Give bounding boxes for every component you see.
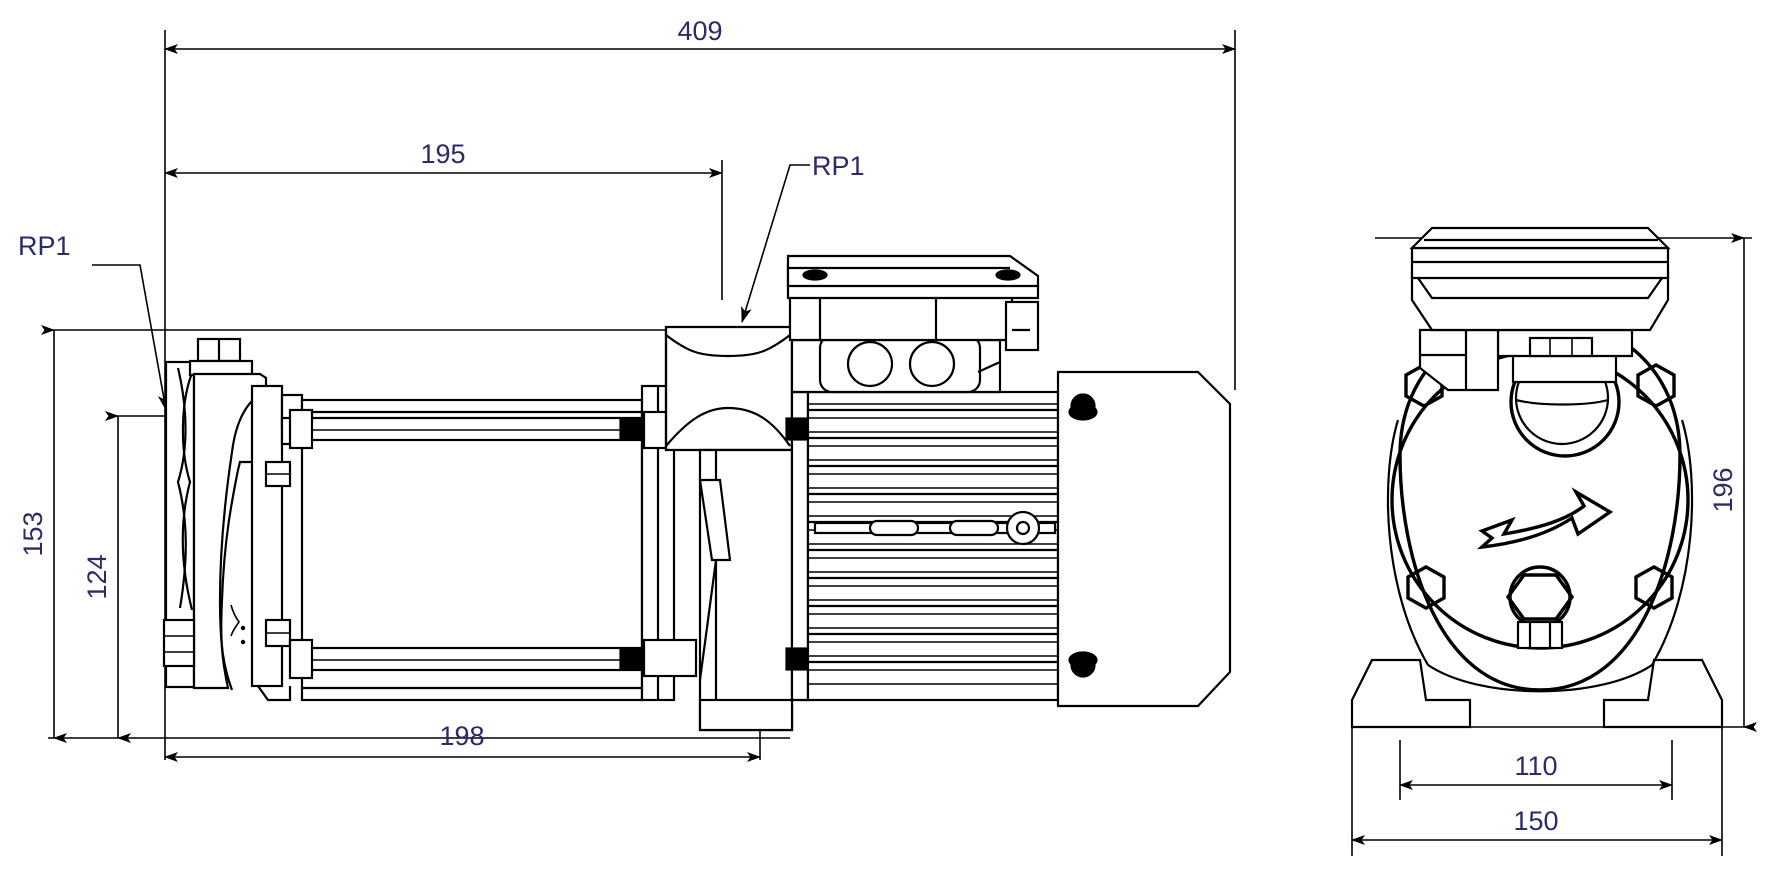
- dimension-value-198: 198: [439, 721, 484, 751]
- dimension-overall-length: 409: [164, 16, 1236, 54]
- suction-top-boss: [188, 337, 254, 377]
- terminal-box-lid: [786, 254, 1040, 300]
- motor-fan-cover: [1056, 370, 1232, 708]
- motor-cooling-fins: [808, 403, 1058, 685]
- callout-suction-rp1: RP1: [18, 231, 169, 411]
- dimension-value-124: 124: [82, 554, 112, 599]
- dimension-value-409: 409: [677, 16, 722, 46]
- casing-bolt-bosses: [1404, 363, 1676, 610]
- dimension-value-110: 110: [1514, 751, 1557, 781]
- dimension-front-height: 196: [1708, 233, 1757, 732]
- callout-value-rp1-right: RP1: [812, 151, 865, 181]
- suction-port-ring: [1496, 328, 1634, 458]
- motor-body: [806, 390, 1060, 702]
- dimension-overall-height: 153: [18, 325, 67, 743]
- dimension-value-153: 153: [18, 511, 48, 556]
- tie-rod-lower: [300, 646, 645, 672]
- mounting-feet: [1350, 658, 1724, 729]
- tie-rod-nut-left: [288, 408, 314, 680]
- fan-cover-screw-bottom: [1068, 651, 1098, 678]
- dimension-foot-width: 150: [1351, 806, 1723, 845]
- tie-rod-upper: [300, 416, 645, 442]
- dimension-foot-length: 198: [164, 721, 761, 762]
- terminal-box-body: [788, 268, 1040, 352]
- discharge-chamber: [664, 325, 794, 452]
- dimension-pump-length: 195: [164, 139, 723, 178]
- dimension-value-195: 195: [420, 139, 465, 169]
- callout-value-rp1-left: RP1: [18, 231, 71, 261]
- terminal-box-base: [790, 334, 1002, 394]
- front-elevation-view: 196 110 150: [1350, 226, 1757, 856]
- dimension-value-196: 196: [1708, 467, 1738, 512]
- terminal-box-front: [1409, 226, 1671, 332]
- side-elevation-view: 409 195 198 153 124 RP1 RP: [18, 16, 1236, 762]
- suction-head-casing: [192, 372, 268, 691]
- rotation-direction-arrow: [1476, 487, 1614, 550]
- callout-discharge-rp1: RP1: [741, 151, 865, 323]
- drain-plug: [1505, 565, 1575, 650]
- dimension-value-150: 150: [1513, 806, 1558, 836]
- casing-neck-left: [1418, 328, 1500, 392]
- dimension-port-height: 124: [82, 411, 131, 743]
- surface-marks: [240, 625, 246, 645]
- dimension-foot-hole-spacing: 110: [1399, 751, 1673, 790]
- fan-cover-screw-top: [1068, 393, 1098, 421]
